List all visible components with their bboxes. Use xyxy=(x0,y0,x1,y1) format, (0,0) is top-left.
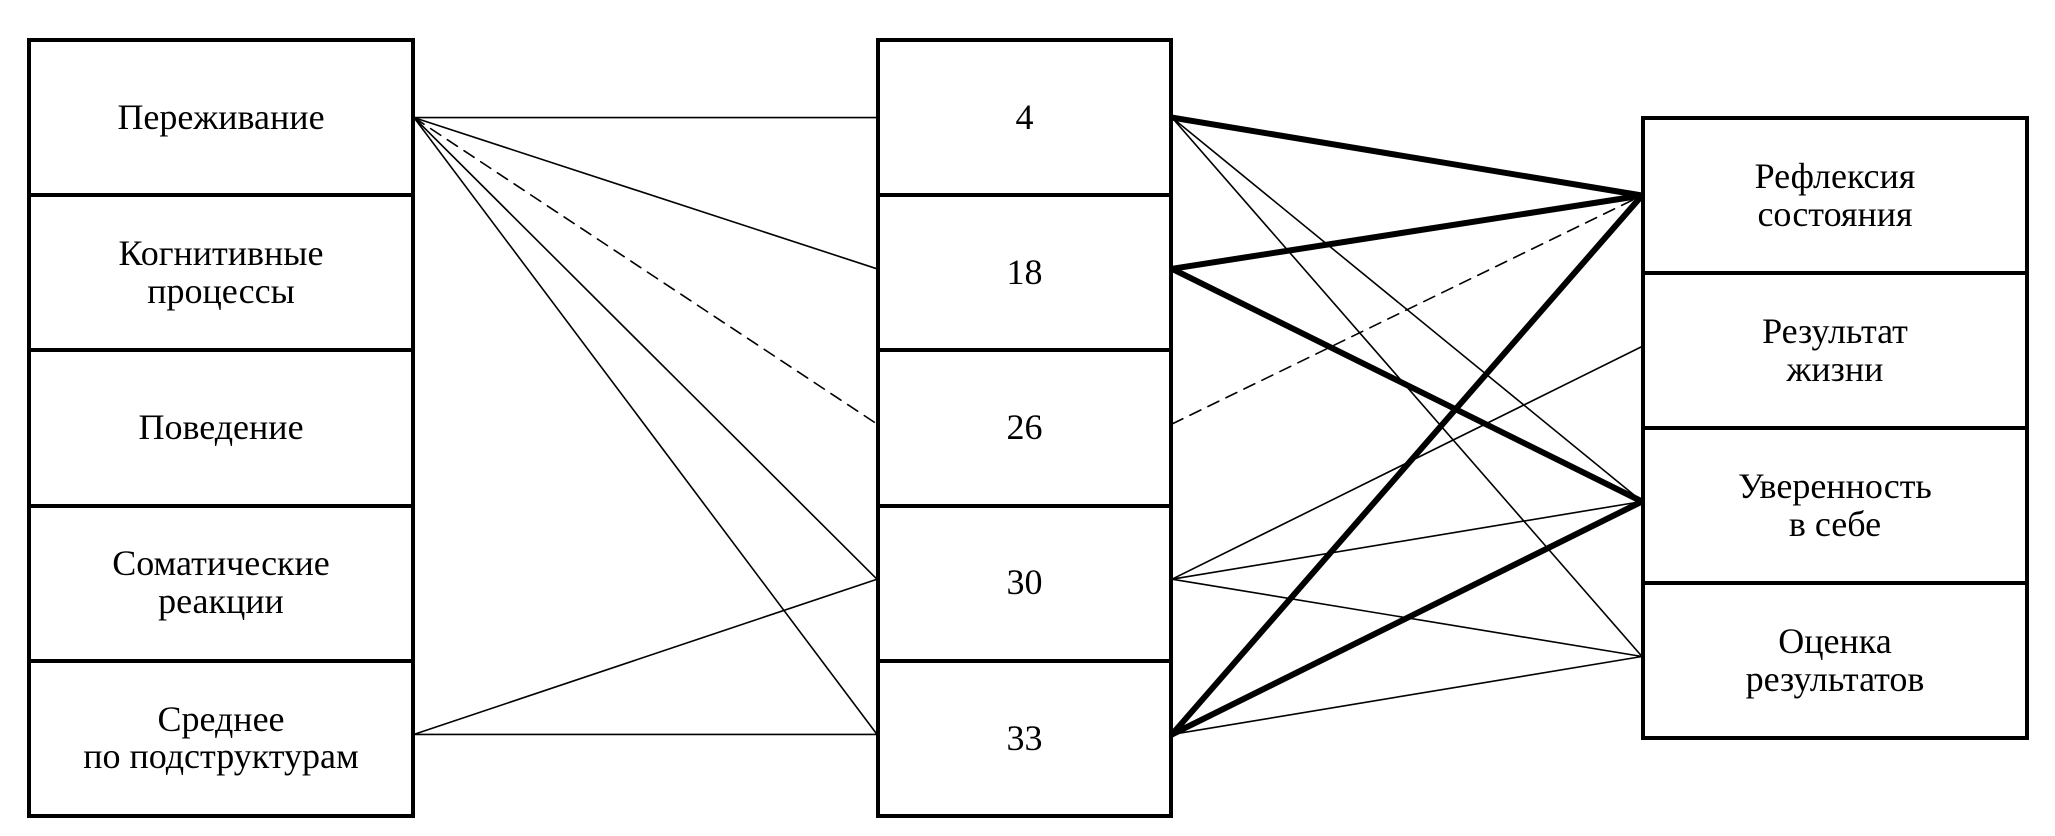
link-m4-to-refleksiya xyxy=(1169,114,1645,199)
right-item-rezultat: Результат жизни xyxy=(1645,271,2025,426)
middle-item-4: 4 xyxy=(1015,96,1034,137)
link-srednee-to-m30 xyxy=(413,578,878,736)
left-item-somaticheskie: Соматические реакции xyxy=(31,503,411,659)
link-perezhivanie-to-m30 xyxy=(413,116,878,581)
link-perezhivanie-to-m26 xyxy=(413,116,878,425)
middle-item-26: 26 xyxy=(880,348,1169,503)
link-m18-to-refleksiya xyxy=(1169,192,1645,272)
link-m33-to-otsenka xyxy=(1171,655,1643,736)
link-m4-to-uverennost xyxy=(1171,116,1643,503)
right-item-refleksiya: Рефлексия состояния xyxy=(1754,155,1916,234)
middle-item-18: 18 xyxy=(880,193,1169,348)
link-m30-to-uverennost xyxy=(1171,500,1643,581)
right-column-scales: Рефлексия состояния Результат жизни Увер… xyxy=(1641,116,2029,740)
link-m4-to-otsenka xyxy=(1171,116,1643,658)
link-m33-to-uverennost xyxy=(1169,498,1645,738)
middle-item-30: 30 xyxy=(880,503,1169,659)
right-item-uverennost: Уверенность в себе xyxy=(1645,426,2025,581)
left-item-povedenie: Поведение xyxy=(31,348,411,503)
left-column-substructures: Переживание Когнитивные процессы Поведен… xyxy=(27,38,415,818)
link-m18-to-uverennost xyxy=(1169,265,1645,505)
left-item-kognitivnye: Когнитивные процессы xyxy=(31,193,411,348)
link-m26-to-refleksiya xyxy=(1171,194,1643,425)
link-m33-to-refleksiya xyxy=(1169,192,1645,738)
link-m30-to-otsenka xyxy=(1171,578,1643,658)
link-perezhivanie-to-m18 xyxy=(413,116,878,270)
link-m30-to-rezultat xyxy=(1171,345,1643,581)
left-item-perezhivanie: Переживание xyxy=(117,96,325,137)
left-item-srednee: Среднее по подструктурам xyxy=(31,658,411,814)
middle-column-numbers: 4 18 26 30 33 xyxy=(876,38,1173,818)
link-perezhivanie-to-m33 xyxy=(413,116,878,736)
middle-item-33: 33 xyxy=(880,658,1169,814)
right-item-otsenka: Оценка результатов xyxy=(1645,581,2025,736)
